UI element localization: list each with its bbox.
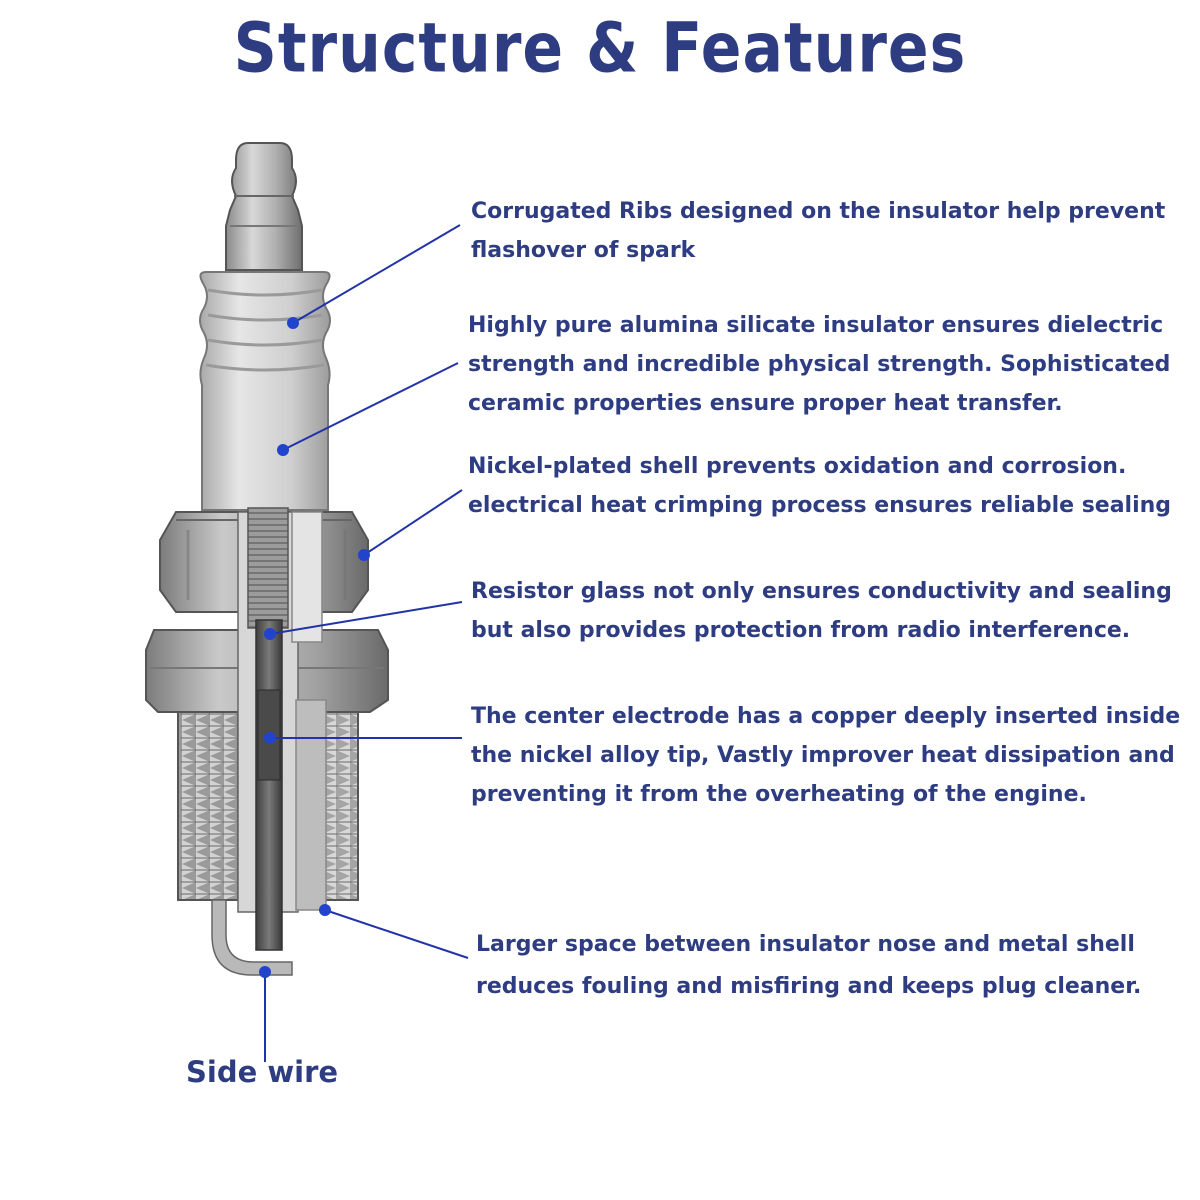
callout-ribs: Corrugated Ribs designed on the insulato… — [471, 192, 1165, 270]
callout-shell: Nickel-plated shell prevents oxidation a… — [468, 447, 1171, 525]
page-title: Structure & Features — [233, 8, 967, 89]
callout-line: Nickel-plated shell prevents oxidation a… — [468, 454, 1127, 479]
callout-line: The center electrode has a copper deeply… — [471, 704, 1181, 729]
leader-line-shell — [363, 489, 463, 556]
callout-line: electrical heat crimping process ensures… — [468, 493, 1172, 518]
side-wire-label: Side wire — [186, 1055, 339, 1089]
callout-line: Larger space between insulator nose and … — [476, 932, 1135, 957]
callout-line: Resistor glass not only ensures conducti… — [471, 579, 1172, 604]
leader-line-ribs — [292, 224, 461, 324]
side-wire — [211, 899, 293, 976]
dot-space — [319, 904, 331, 916]
callout-insulator: Highly pure alumina silicate insulator e… — [468, 306, 1170, 423]
dot-ribs — [287, 317, 299, 329]
cutaway — [237, 507, 327, 913]
callout-line: ceramic properties ensure proper heat tr… — [468, 391, 1063, 416]
callout-electrode: The center electrode has a copper deeply… — [471, 697, 1180, 814]
leader-dots — [259, 317, 370, 978]
callout-space: Larger space between insulator nose and … — [476, 924, 1141, 1008]
dot-resistor — [264, 628, 276, 640]
callout-line: the nickel alloy tip, Vastly improver he… — [471, 743, 1175, 768]
insulator-ribs — [199, 271, 331, 511]
callout-line: reduces fouling and misfiring and keeps … — [476, 974, 1142, 999]
callout-line: preventing it from the overheating of th… — [471, 782, 1087, 807]
dot-insulator — [277, 444, 289, 456]
callout-line: flashover of spark — [471, 238, 696, 263]
center-electrode — [255, 619, 283, 951]
leader-line-insulator — [282, 362, 459, 451]
callout-line: strength and incredible physical strengt… — [468, 352, 1171, 377]
callout-line: but also provides protection from radio … — [471, 618, 1131, 643]
spark-plug — [145, 142, 389, 976]
dot-shell — [358, 549, 370, 561]
dot-side-wire — [259, 966, 271, 978]
callout-line: Highly pure alumina silicate insulator e… — [468, 313, 1164, 338]
terminal — [225, 142, 303, 271]
leader-line-resistor — [269, 601, 463, 635]
dot-electrode — [264, 732, 276, 744]
callout-line: Corrugated Ribs designed on the insulato… — [471, 199, 1166, 224]
leader-lines — [264, 224, 469, 1062]
callout-resistor: Resistor glass not only ensures conducti… — [471, 572, 1172, 650]
leader-line-space — [324, 909, 469, 959]
